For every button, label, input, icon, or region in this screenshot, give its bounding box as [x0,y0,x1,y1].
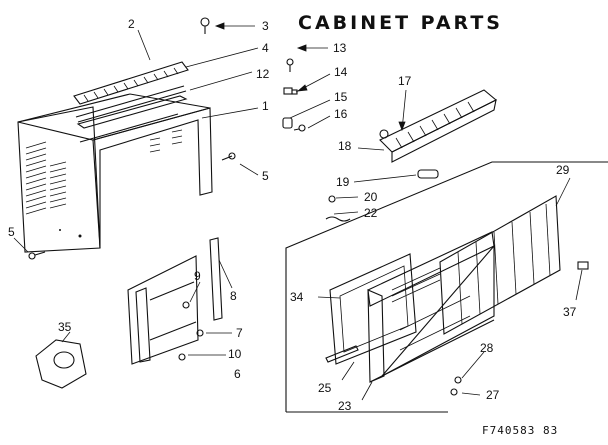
screw-3 [200,17,210,34]
latch-19 [417,169,439,179]
callout-22: 22 [364,206,378,220]
callout-18: 18 [338,139,352,153]
callout-5-left: 5 [8,225,15,239]
accordion-panel [439,195,561,335]
screw-16 [293,124,306,132]
clip-15 [282,117,293,129]
callout-14: 14 [334,65,348,79]
callout-13: 13 [333,41,347,55]
mounting-bracket-35 [35,339,87,389]
callout-9: 9 [194,269,201,283]
side-channel-8 [209,237,223,321]
front-panel-box [285,161,608,413]
callout-3: 3 [262,19,269,33]
screw-5-left [28,251,46,260]
callout-4: 4 [262,41,269,55]
front-frame [367,231,495,383]
side-curtain-frame [127,255,199,365]
label-37 [577,261,589,270]
callout-1: 1 [262,99,269,113]
callout-15: 15 [334,90,348,104]
callout-17: 17 [398,74,412,88]
callout-20: 20 [364,190,378,204]
seal-strip [75,85,185,118]
callout-23: 23 [338,399,352,413]
screw-5-right [221,152,236,161]
plug-20 [328,195,336,203]
spring-22 [325,216,351,222]
callout-10: 10 [228,347,242,361]
leader-lines [13,22,583,401]
screw-28 [454,376,462,384]
callout-labels: 2 3 4 12 1 5 5 13 14 15 16 17 18 19 20 2… [8,17,577,413]
callout-8: 8 [230,289,237,303]
callout-5-right: 5 [262,169,269,183]
callout-28: 28 [480,341,494,355]
screw-7 [196,329,204,337]
callout-19: 19 [336,175,350,189]
screw-27 [450,388,458,396]
screw-9 [182,301,190,309]
top-rail-strip [73,61,189,105]
callout-2: 2 [128,17,135,31]
callout-34: 34 [290,290,304,304]
callout-27: 27 [486,388,500,402]
callout-35: 35 [58,320,72,334]
cabinet-shell [17,93,213,253]
filter-frame [329,253,417,365]
louver-panel [379,89,497,163]
callout-37: 37 [563,305,577,319]
callout-6: 6 [234,367,241,381]
screw-13 [286,58,294,72]
figure-code: F740583 83 [482,424,559,437]
callout-25: 25 [318,381,332,395]
bracket-14 [283,87,298,95]
callout-29: 29 [556,163,570,177]
callout-7: 7 [236,326,243,340]
diagram-title: CABINET PARTS [298,12,503,34]
callout-12: 12 [256,67,270,81]
callout-16: 16 [334,107,348,121]
trim-strip-25 [325,345,359,363]
screw-10 [178,353,186,361]
